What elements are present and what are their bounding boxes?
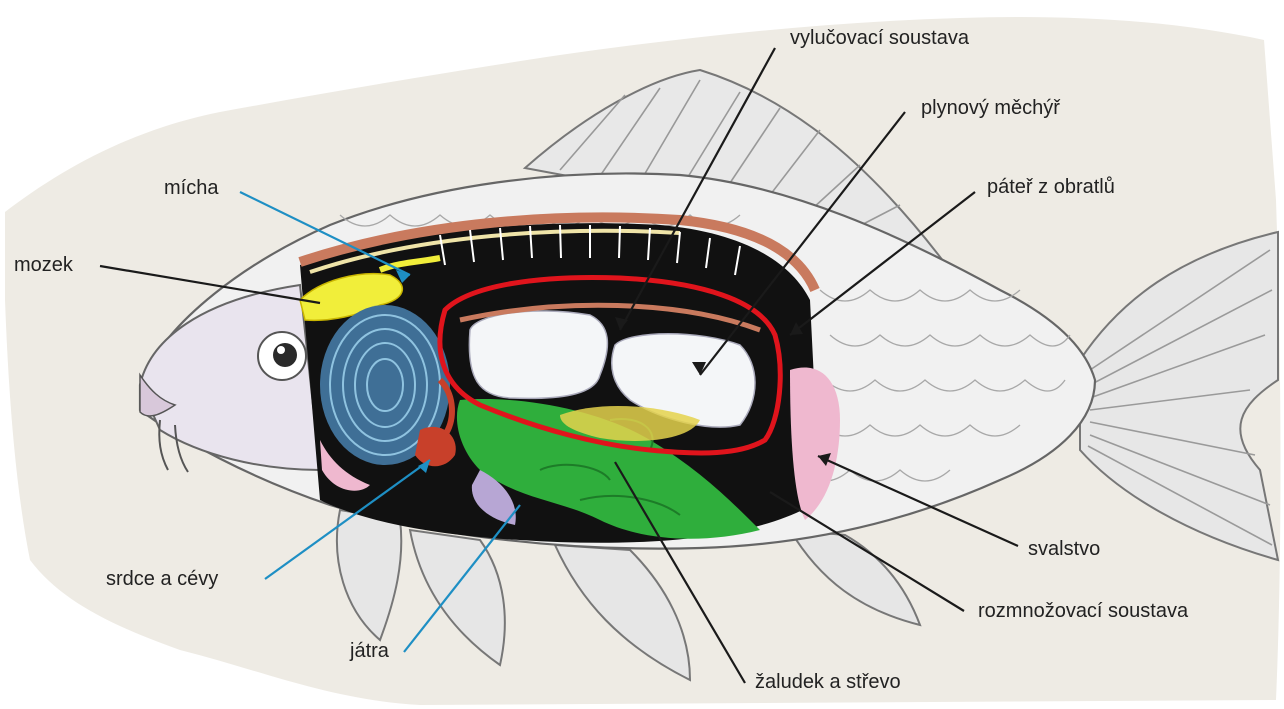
label-rozmnozovaci-soustava: rozmnožovací soustava: [978, 601, 1188, 621]
label-zaludek-a-strevo: žaludek a střevo: [755, 672, 901, 692]
label-jatra: játra: [350, 641, 389, 661]
label-svalstvo: svalstvo: [1028, 539, 1100, 559]
label-srdce-a-cevy: srdce a cévy: [106, 569, 218, 589]
label-plynovy-mechyr: plynový měchýř: [921, 98, 1060, 118]
label-pater-z-obratlu: páteř z obratlů: [987, 177, 1115, 197]
label-mozek: mozek: [14, 255, 73, 275]
label-micha: mícha: [164, 178, 218, 198]
label-vylucovaci-soustava: vylučovací soustava: [790, 28, 969, 48]
eye-icon: [258, 332, 306, 380]
